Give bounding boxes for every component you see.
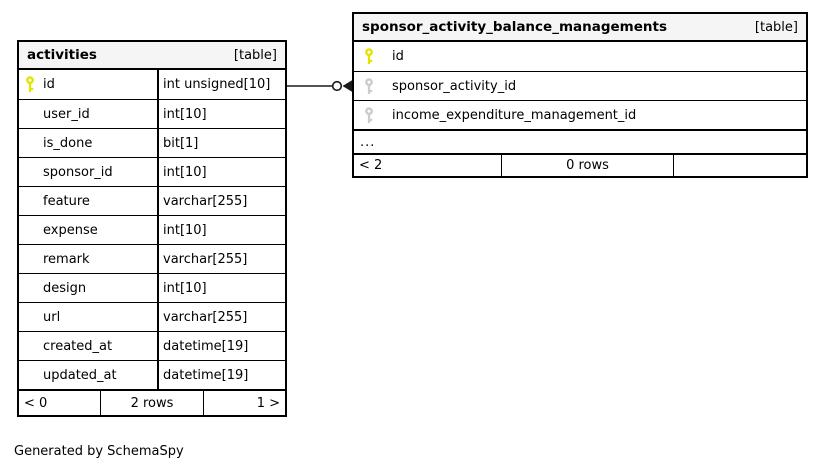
column-row-updated_at: updated_at datetime[19] bbox=[19, 360, 285, 389]
column-name-cell: remark bbox=[19, 245, 157, 273]
column-name-cell: sponsor_id bbox=[19, 158, 157, 186]
column-name: updated_at bbox=[43, 367, 117, 383]
column-row-id: id int unsigned[10] bbox=[19, 70, 285, 99]
column-name: id bbox=[43, 77, 55, 92]
column-row-is_done: is_done bit[1] bbox=[19, 128, 285, 157]
column-row-income_expenditure_management_id: income_expenditure_management_id bbox=[354, 100, 806, 129]
table-type-badge: [table] bbox=[754, 19, 798, 35]
relationship-zero-circle bbox=[331, 80, 343, 92]
column-row-created_at: created_at datetime[19] bbox=[19, 331, 285, 360]
column-row-remark: remark varchar[255] bbox=[19, 244, 285, 273]
column-name: user_id bbox=[43, 106, 90, 122]
footer-next-count bbox=[673, 155, 806, 176]
column-row-sponsor_activity_id: sponsor_activity_id bbox=[354, 71, 806, 100]
footer-prev-count[interactable]: < 0 bbox=[24, 395, 48, 411]
hidden-columns-ellipsis: ... bbox=[354, 129, 806, 153]
column-type: int[10] bbox=[157, 216, 285, 244]
table-footer-sponsor-activity-balance-managements: < 2 0 rows bbox=[354, 153, 806, 176]
column-name-cell: created_at bbox=[19, 332, 157, 360]
column-row-id: id bbox=[354, 42, 806, 71]
column-name-cell: income_expenditure_management_id bbox=[354, 101, 806, 129]
generated-by-note: Generated by SchemaSpy bbox=[14, 444, 184, 459]
table-columns-activities: id int unsigned[10] user_id int[10] is_done b… bbox=[19, 70, 285, 389]
foreign-key-icon bbox=[364, 106, 392, 124]
column-name: expense bbox=[43, 222, 98, 238]
column-name-cell: url bbox=[19, 303, 157, 331]
column-name-cell: id bbox=[354, 42, 806, 71]
footer-next-count[interactable]: 1 > bbox=[203, 391, 285, 415]
column-name: income_expenditure_management_id bbox=[392, 107, 637, 123]
footer-row-count: 2 rows bbox=[100, 391, 203, 415]
table-node-sponsor-activity-balance-managements[interactable]: sponsor_activity_balance_managements [ta… bbox=[352, 12, 808, 178]
footer-row-count: 0 rows bbox=[501, 155, 673, 176]
table-footer-activities: < 0 2 rows 1 > bbox=[19, 389, 285, 415]
column-row-sponsor_id: sponsor_id int[10] bbox=[19, 157, 285, 186]
table-type-badge: [table] bbox=[233, 47, 277, 63]
column-name: created_at bbox=[43, 338, 113, 354]
column-type: int[10] bbox=[157, 274, 285, 302]
footer-prev-count[interactable]: < 2 bbox=[359, 158, 383, 173]
relationship-arrowhead-icon bbox=[342, 80, 352, 92]
column-row-user_id: user_id int[10] bbox=[19, 99, 285, 128]
column-type: bit[1] bbox=[157, 129, 285, 157]
column-name-cell: expense bbox=[19, 216, 157, 244]
table-title[interactable]: sponsor_activity_balance_managements bbox=[362, 19, 667, 35]
table-title[interactable]: activities bbox=[27, 47, 97, 63]
column-name: feature bbox=[43, 193, 90, 209]
column-type: varchar[255] bbox=[157, 303, 285, 331]
primary-key-icon bbox=[25, 76, 43, 93]
column-type: varchar[255] bbox=[157, 187, 285, 215]
column-type: int[10] bbox=[157, 100, 285, 128]
primary-key-icon bbox=[364, 48, 392, 65]
column-name: sponsor_activity_id bbox=[392, 78, 517, 94]
column-type: int unsigned[10] bbox=[157, 70, 285, 99]
column-name-cell: updated_at bbox=[19, 361, 157, 389]
column-row-design: design int[10] bbox=[19, 273, 285, 302]
column-row-url: url varchar[255] bbox=[19, 302, 285, 331]
column-name-cell: feature bbox=[19, 187, 157, 215]
column-type: datetime[19] bbox=[157, 332, 285, 360]
column-row-expense: expense int[10] bbox=[19, 215, 285, 244]
table-columns-sponsor-activity-balance-managements: id sponsor_activity_id income_expenditure_… bbox=[354, 42, 806, 129]
column-type: datetime[19] bbox=[157, 361, 285, 389]
column-type: int[10] bbox=[157, 158, 285, 186]
column-name-cell: id bbox=[19, 70, 157, 99]
column-name: is_done bbox=[43, 135, 93, 151]
column-type: varchar[255] bbox=[157, 245, 285, 273]
column-name-cell: design bbox=[19, 274, 157, 302]
column-name: url bbox=[43, 309, 61, 325]
column-name: remark bbox=[43, 251, 90, 267]
table-header-sponsor-activity-balance-managements: sponsor_activity_balance_managements [ta… bbox=[354, 14, 806, 42]
foreign-key-icon bbox=[364, 77, 392, 95]
column-row-feature: feature varchar[255] bbox=[19, 186, 285, 215]
table-header-activities: activities [table] bbox=[19, 42, 285, 70]
column-name: id bbox=[392, 49, 404, 64]
column-name: sponsor_id bbox=[43, 164, 113, 180]
column-name-cell: user_id bbox=[19, 100, 157, 128]
column-name: design bbox=[43, 280, 87, 296]
column-name-cell: sponsor_activity_id bbox=[354, 72, 806, 100]
column-name-cell: is_done bbox=[19, 129, 157, 157]
